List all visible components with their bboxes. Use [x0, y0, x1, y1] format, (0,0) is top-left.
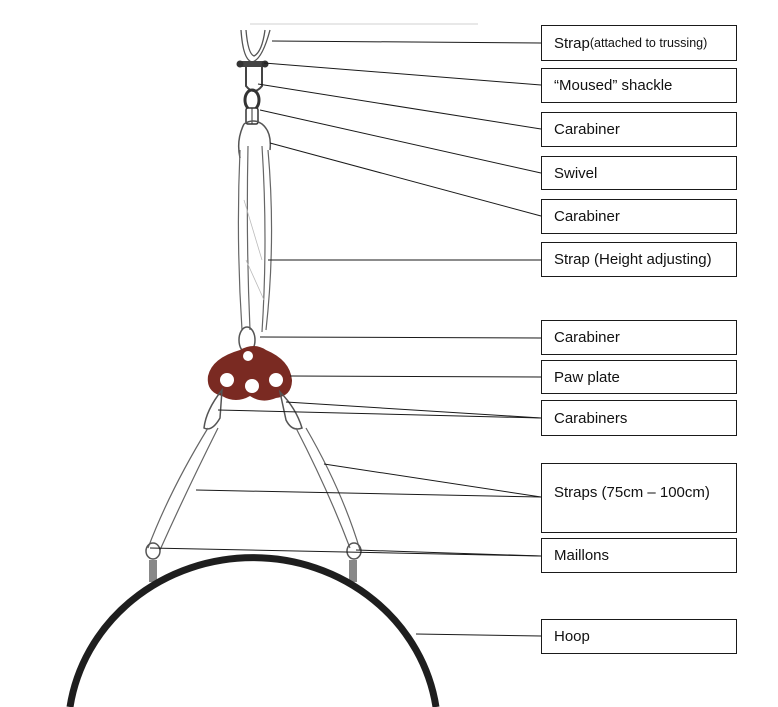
- label-paw-plate-text: Paw plate: [554, 368, 620, 386]
- label-strap-top-suffix: (attached to trussing): [589, 36, 708, 50]
- label-carabiner-3-text: Carabiner: [554, 329, 620, 346]
- carabiner-2-drawing: [237, 120, 272, 159]
- leader-lines: [149, 40, 542, 637]
- label-moused-shackle-text: “Moused” shackle: [554, 77, 673, 94]
- label-carabiner-2: Carabiner: [541, 199, 737, 234]
- label-paw-plate: Paw plate: [541, 360, 737, 394]
- label-swivel-text: Swivel: [554, 164, 598, 182]
- label-straps-text: Straps (75cm – 100cm): [554, 484, 710, 501]
- label-strap-height: Strap (Height adjusting): [541, 242, 737, 277]
- label-moused-shackle: “Moused” shackle: [541, 68, 737, 103]
- label-carabiner-2-text: Carabiner: [554, 208, 620, 225]
- label-hoop-text: Hoop: [554, 628, 590, 645]
- height-strap-drawing: [237, 145, 273, 333]
- label-maillons-text: Maillons: [554, 547, 610, 564]
- label-strap-height-text: Strap (Height adjusting): [554, 251, 712, 268]
- label-strap-top-text: Strap: [554, 34, 590, 52]
- swivel-drawing: [245, 107, 259, 125]
- top-strap-drawing: [240, 29, 271, 63]
- carabiner-1-drawing: [243, 88, 261, 112]
- label-strap-top: Strap (attached to trussing): [541, 25, 737, 61]
- label-carabiner-1: Carabiner: [541, 112, 737, 147]
- label-straps: Straps (75cm – 100cm): [541, 463, 737, 533]
- label-hoop: Hoop: [541, 619, 737, 654]
- shackle-drawing: [236, 60, 269, 92]
- label-carabiner-3: Carabiner: [541, 320, 737, 355]
- label-maillons: Maillons: [541, 538, 737, 573]
- label-carabiner-1-text: Carabiner: [554, 121, 620, 138]
- label-carabiners: Carabiners: [541, 400, 737, 436]
- paw-plate-drawing: [207, 346, 292, 401]
- label-swivel: Swivel: [541, 156, 737, 190]
- maillons-drawing: [145, 542, 362, 582]
- lower-straps-drawing: [147, 427, 361, 551]
- hoop-drawing: [66, 554, 440, 707]
- label-carabiners-text: Carabiners: [554, 409, 628, 427]
